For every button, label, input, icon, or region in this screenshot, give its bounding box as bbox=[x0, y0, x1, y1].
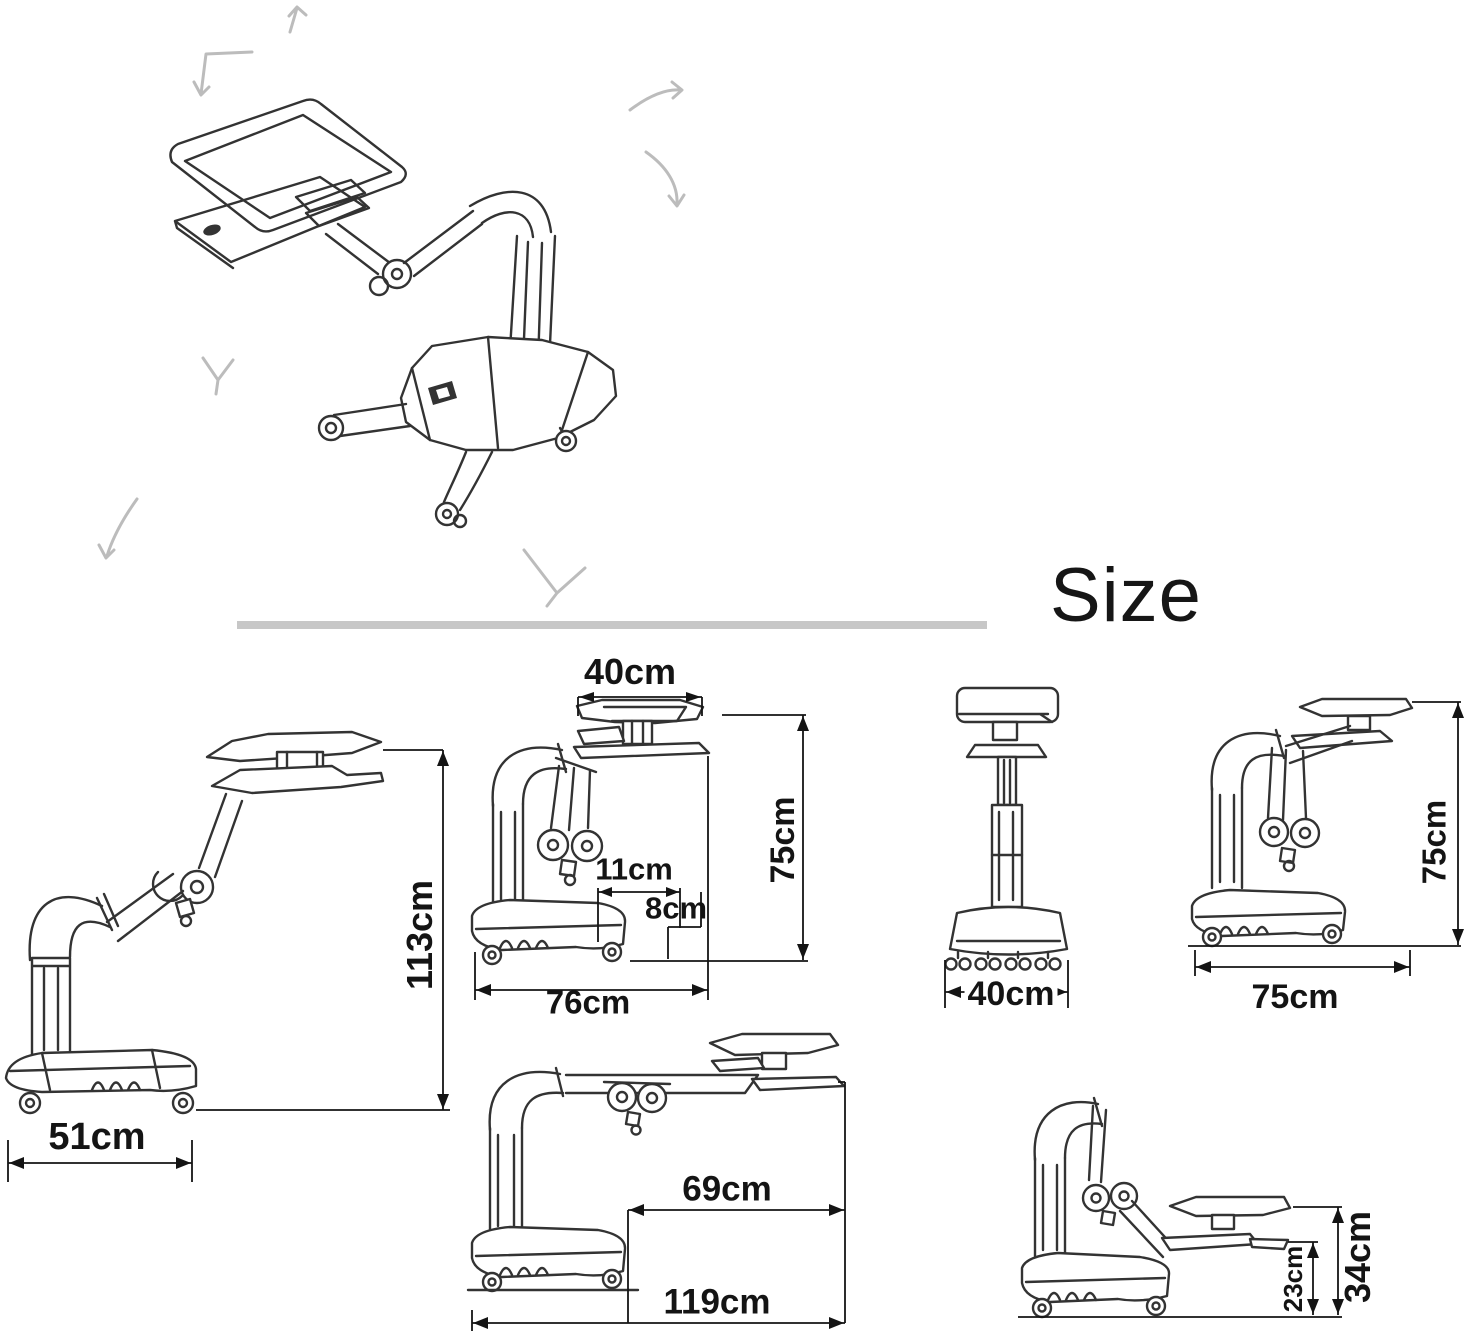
motion-arrow-upper-left bbox=[192, 50, 254, 97]
motion-arrow-left bbox=[201, 356, 235, 396]
caster-wheel bbox=[601, 941, 623, 963]
caster-wheel bbox=[944, 950, 1062, 971]
caster-wheel bbox=[1201, 926, 1223, 948]
dim-line-76cm-length bbox=[474, 756, 709, 1000]
fig-front-sketch bbox=[944, 686, 1069, 1008]
dim-line-75cm-height bbox=[630, 714, 809, 962]
dim-label-base-40: 40cm bbox=[964, 977, 1058, 1011]
dim-label-height-75-raised: 75cm bbox=[1415, 799, 1453, 885]
rolling-base bbox=[1190, 888, 1347, 948]
caster-wheel bbox=[18, 1091, 42, 1115]
dim-label-step-11: 11cm bbox=[595, 851, 673, 887]
dim-line-40cm-tray bbox=[577, 692, 703, 716]
horizontal-arm bbox=[564, 1073, 760, 1136]
dim-label-base-51: 51cm bbox=[48, 1116, 146, 1158]
support-column bbox=[28, 892, 120, 1058]
rolling-base bbox=[317, 335, 618, 529]
size-heading: Size bbox=[1050, 553, 1202, 638]
motion-arrow-top bbox=[287, 5, 308, 34]
caster-wheel bbox=[317, 414, 345, 442]
tray-assembly bbox=[1160, 1195, 1292, 1252]
motion-arrow-bottom bbox=[522, 548, 587, 608]
support-column bbox=[1033, 1096, 1104, 1258]
fig-folded-sketch bbox=[470, 692, 809, 1000]
caster-wheel bbox=[1031, 1297, 1053, 1319]
motion-arrow-lower-right bbox=[644, 150, 686, 208]
dim-label-height-75-folded: 75cm bbox=[764, 796, 802, 884]
articulating-arm bbox=[105, 792, 244, 943]
dim-label-tray-40: 40cm bbox=[583, 651, 677, 692]
folded-arm bbox=[536, 756, 604, 887]
support-column bbox=[990, 755, 1024, 909]
support-column bbox=[1210, 728, 1286, 890]
fig-extended-sketch bbox=[4, 730, 450, 1182]
rolling-base bbox=[466, 1225, 640, 1293]
rolling-base bbox=[944, 905, 1069, 971]
dim-line-69cm bbox=[627, 1081, 846, 1323]
dim-line-113cm bbox=[196, 749, 450, 1111]
dim-label-height-113: 113cm bbox=[399, 879, 440, 991]
caster-wheel bbox=[481, 944, 503, 966]
caster-wheel bbox=[554, 429, 578, 453]
dim-line-34cm bbox=[1018, 1206, 1344, 1318]
motion-arrow-lower-left bbox=[97, 497, 139, 560]
caster-wheel bbox=[171, 1091, 195, 1115]
dim-line-75cm-height bbox=[1188, 701, 1464, 947]
lowered-arm bbox=[1081, 1104, 1176, 1259]
fig-low-sketch bbox=[1018, 1096, 1344, 1319]
dim-line-23cm bbox=[1288, 1241, 1319, 1315]
rolling-base bbox=[1020, 1251, 1171, 1319]
rolling-base bbox=[4, 1048, 198, 1115]
tray-assembly bbox=[708, 1032, 846, 1092]
dim-label-length-76: 76cm bbox=[545, 983, 631, 1021]
support-column bbox=[491, 742, 568, 907]
dim-label-reach-69: 69cm bbox=[682, 1169, 772, 1209]
dim-label-step-8: 8cm bbox=[644, 890, 708, 926]
rolling-base bbox=[470, 898, 627, 966]
dim-label-length-75: 75cm bbox=[1251, 978, 1339, 1016]
dim-line-119cm bbox=[471, 1310, 845, 1331]
dim-line-75cm-length bbox=[1194, 950, 1411, 976]
dim-label-height-23: 23cm bbox=[1278, 1245, 1308, 1313]
dim-line-11cm-step bbox=[597, 887, 681, 942]
tray-assembly bbox=[955, 686, 1060, 759]
fig-horizontal-sketch bbox=[466, 1032, 846, 1331]
dim-label-height-34: 34cm bbox=[1337, 1210, 1378, 1304]
laptop-tray bbox=[169, 98, 407, 270]
dim-label-length-119: 119cm bbox=[663, 1282, 771, 1322]
dim-line-8cm-step bbox=[667, 892, 702, 959]
motion-arrow-right bbox=[628, 80, 684, 112]
caster-wheel bbox=[434, 501, 460, 527]
tray-assembly bbox=[205, 730, 385, 795]
support-column bbox=[488, 1066, 565, 1234]
folded-arm bbox=[1258, 724, 1354, 873]
caster-wheel bbox=[601, 1268, 623, 1290]
tray-assembly bbox=[572, 698, 711, 760]
dim-line-51cm bbox=[7, 1140, 193, 1182]
caster-wheel bbox=[1321, 923, 1343, 945]
product-3d-sketch bbox=[97, 5, 686, 608]
caster-wheel bbox=[481, 1271, 503, 1293]
articulating-arm bbox=[294, 178, 484, 297]
section-divider bbox=[237, 621, 987, 629]
caster-wheel bbox=[1145, 1295, 1167, 1317]
fig-raised-sketch bbox=[1188, 697, 1464, 976]
